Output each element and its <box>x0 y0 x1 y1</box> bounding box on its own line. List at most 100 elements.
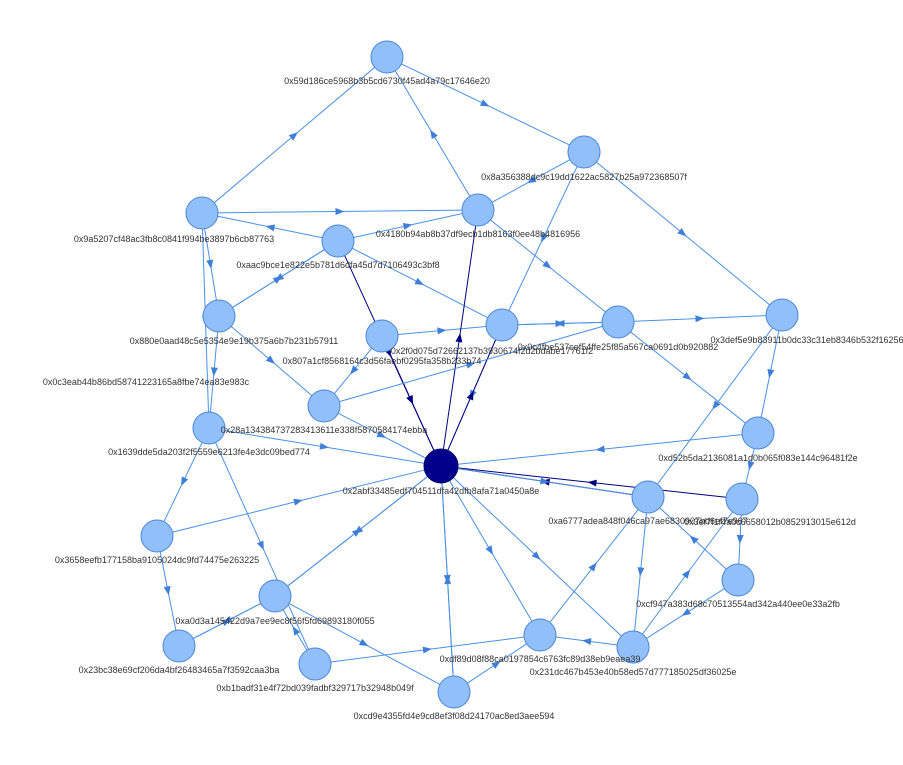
graph-node-n22[interactable] <box>523 618 557 652</box>
edge-arrow-icon <box>437 327 447 335</box>
node-label-n10: 0x0c3eab44b86bd58741223165a8fbe74ea83e98… <box>43 377 250 387</box>
node-label-n0: 0x59d186ce5968b3b5cd6730f45ad4a79c17646e… <box>284 76 490 86</box>
edge-arrow-icon <box>541 232 549 243</box>
edge-arrow-icon <box>206 259 214 269</box>
graph-node-n23[interactable] <box>616 630 650 664</box>
node-label-n2: 0x9a5207cf48ac3fb8c0841f994be3897b6cb877… <box>74 234 274 244</box>
node-label-n1: 0x8a356388dc9c19dd1622ac5827b25a97236850… <box>481 172 687 182</box>
node-label-n17: 0x3658eefb177158ba9105024dc9fd74475e2632… <box>55 555 259 565</box>
graph-node-n6[interactable] <box>365 319 399 353</box>
edge-arrow-icon <box>265 224 276 232</box>
edge-arrow-icon <box>466 390 474 401</box>
edge-arrow-icon <box>491 661 501 669</box>
node-label-n18: 0xcf947a383d68c70513554ad342a440ee0e33a2… <box>636 599 840 609</box>
edge-arrow-icon <box>455 333 463 343</box>
edge-arrow-icon <box>288 132 298 141</box>
node-label-n8: 0x0c4fbe537cef54ffe25f85a567ca0691d0b920… <box>518 342 719 352</box>
edge-arrow-icon <box>293 498 303 506</box>
edge-arrow-icon <box>587 479 597 487</box>
node-label-n20: 0x23bc38e69cf206da4bf26483465a7f3592caa3… <box>79 665 280 675</box>
graph-node-n17[interactable] <box>140 519 174 553</box>
edge-arrow-icon <box>637 567 645 577</box>
graph-node-n16[interactable] <box>725 482 759 516</box>
edge-arrow-icon <box>350 365 359 375</box>
edge-arrow-icon <box>531 551 541 560</box>
node-label-n23: 0x231dc467b453e40b58ed57d777185025df3602… <box>530 667 737 677</box>
graph-node-n9[interactable] <box>765 298 799 332</box>
node-label-n3: 0xaac9bce1e822e5b781d6dfa45d7d7106493c3b… <box>236 260 439 270</box>
node-label-n19: 0xa0d3a145422d9a7ee9ec8f56f5fd69893180f0… <box>175 616 374 626</box>
edge-arrow-icon <box>712 400 721 410</box>
edge-arrow-icon <box>695 315 705 323</box>
edge-arrow-icon <box>319 442 329 450</box>
edge-arrow-icon <box>335 208 345 216</box>
node-label-n7: 0x2f0d075d72662137b3930674f2d2bdabe17761… <box>391 346 593 356</box>
node-label-n21: 0xb1badf31e4f72bd039fadbf329717b32948b04… <box>216 683 414 693</box>
graph-node-n15[interactable] <box>631 480 665 514</box>
edge-arrow-icon <box>767 368 775 379</box>
edge-arrow-icon <box>265 355 275 364</box>
edge-arrow-icon <box>181 476 189 487</box>
graph-node-n20[interactable] <box>162 629 196 663</box>
graph-node-n11[interactable] <box>307 389 341 423</box>
edge-arrow-icon <box>221 618 231 627</box>
graph-node-n18[interactable] <box>721 563 755 597</box>
edge-arrow-icon <box>444 575 452 585</box>
node-label-n6: 0x807a1cf8568164c3d56faebf0295fa358b233b… <box>283 356 482 366</box>
node-label-n14: 0x2abf33485edf704511dfa42dfb8afa71a0450a… <box>343 486 540 496</box>
edge-arrow-icon <box>358 638 369 647</box>
labels-layer: 0x59d186ce5968b3b5cd6730f45ad4a79c17646e… <box>43 76 903 721</box>
graph-node-n19[interactable] <box>258 579 292 613</box>
edges-layer <box>159 63 780 685</box>
edge-arrow-icon <box>465 361 476 369</box>
graph-node-n3[interactable] <box>321 224 355 258</box>
edge-arrow-icon <box>292 626 301 636</box>
node-label-n24: 0xcd9e4355fd4e9cd8ef3f08d24170ac8ed3aee5… <box>354 711 555 721</box>
graph-node-n14[interactable] <box>423 448 459 484</box>
graph-node-n5[interactable] <box>202 299 236 333</box>
graph-node-n12[interactable] <box>192 411 226 445</box>
node-label-n12: 0x1639dde5da203f2f5559e6213fe4e3dc09bed7… <box>108 447 310 457</box>
edge-arrow-icon <box>210 367 218 377</box>
edge-arrow-icon <box>414 277 425 286</box>
edge-arrow-icon <box>542 260 552 269</box>
edge-arrow-icon <box>747 460 755 471</box>
graph-node-n13[interactable] <box>741 416 775 450</box>
node-label-n4: 0x4180b94ab8b37df9ecb1db8163f0ee48b48169… <box>376 229 580 239</box>
node-label-n5: 0x880e0aad48c5e5354e9e19b375a6b7b231b579… <box>130 336 339 346</box>
node-label-n13: 0xd52b5da2136081a1d0b065f083e144c96481f2… <box>658 453 857 463</box>
node-label-n22: 0xdf89d08f88ca0197854c6763fc89d38eb9eaea… <box>440 654 641 664</box>
graph-node-n2[interactable] <box>185 196 219 230</box>
graph-node-n24[interactable] <box>437 675 471 709</box>
edge-arrow-icon <box>582 638 592 646</box>
edge-arrow-icon <box>422 646 432 654</box>
edge-arrow-icon <box>689 535 699 545</box>
graph-node-n4[interactable] <box>461 193 495 227</box>
edge-arrow-icon <box>163 585 171 596</box>
edge-arrow-icon <box>430 129 438 140</box>
nodes-layer <box>140 40 799 709</box>
graph-node-n7[interactable] <box>485 308 519 342</box>
node-label-n16: 0x3ef7f1f4a0c6658012b0852913015e612d <box>684 517 856 527</box>
edge-arrow-icon <box>736 534 744 544</box>
graph-node-n8[interactable] <box>601 305 635 339</box>
edge-arrow-icon <box>677 227 687 237</box>
edge-arrow-icon <box>256 540 264 551</box>
edge-arrow-icon <box>479 99 490 107</box>
edge-arrow-icon <box>527 175 537 184</box>
graph-node-n21[interactable] <box>298 647 332 681</box>
edge-arrow-icon <box>485 545 494 555</box>
edge-arrow-icon <box>351 528 362 537</box>
graph-node-n1[interactable] <box>567 135 601 169</box>
edge-arrow-icon <box>595 445 605 453</box>
graph-node-n0[interactable] <box>370 40 404 74</box>
edge-arrow-icon <box>272 276 283 284</box>
edge-arrow-icon <box>540 477 550 485</box>
edge-arrow-icon <box>376 430 387 438</box>
edge-arrow-icon <box>682 371 692 381</box>
edge-arrow-icon <box>682 569 691 579</box>
edge-arrow-icon <box>588 562 597 572</box>
edge-arrow-icon <box>681 608 692 616</box>
node-label-n11: 0x28a134384737283413611e338f5870584174eb… <box>221 425 428 435</box>
edge-arrow-icon <box>555 319 565 327</box>
